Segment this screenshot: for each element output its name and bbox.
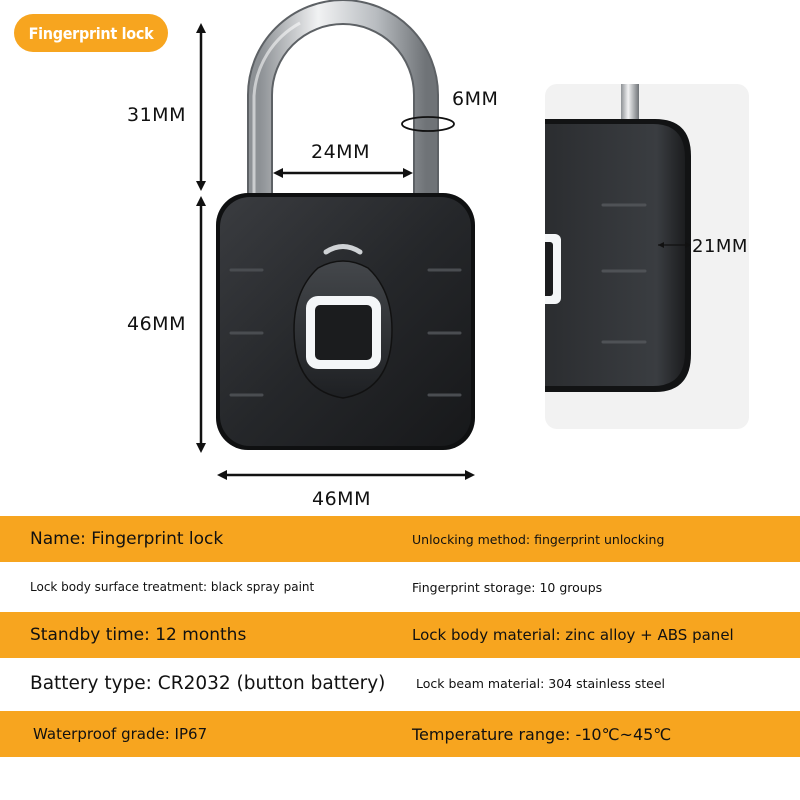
spec-row: Lock body surface treatment: black spray…	[0, 564, 800, 610]
body-depth-label: 21MM	[692, 236, 748, 257]
product-badge-label: Fingerprint lock	[28, 23, 154, 43]
dimension-arrows	[196, 23, 475, 480]
fingerprint-sensor-icon	[306, 296, 381, 369]
spec-fingerprint-storage: Fingerprint storage: 10 groups	[412, 579, 603, 595]
body-height-label: 46MM	[127, 313, 186, 335]
spec-row: Name: Fingerprint lock Unlocking method:…	[0, 516, 800, 562]
spec-name: Name: Fingerprint lock	[30, 529, 224, 549]
shackle-height-label: 31MM	[127, 104, 186, 126]
spec-waterproof-grade: Waterproof grade: IP67	[33, 725, 208, 743]
side-view-panel	[545, 84, 749, 429]
spec-standby-time: Standby time: 12 months	[30, 625, 247, 645]
indicator-light	[323, 244, 363, 255]
spec-row: Battery type: CR2032 (button battery) Lo…	[0, 660, 800, 706]
spec-unlocking-method: Unlocking method: fingerprint unlocking	[412, 531, 665, 547]
padlock-illustration	[196, 0, 475, 480]
shackle-thickness-ring	[401, 116, 455, 132]
product-badge: Fingerprint lock	[14, 14, 168, 52]
spec-row: Standby time: 12 months Lock body materi…	[0, 612, 800, 658]
shackle-width-label: 24MM	[311, 141, 370, 163]
side-view-illustration	[545, 84, 691, 392]
spec-temperature-range: Temperature range: -10℃~45℃	[412, 724, 672, 744]
shackle-thickness-label: 6MM	[452, 88, 499, 110]
spec-body-material: Lock body material: zinc alloy + ABS pan…	[412, 626, 734, 644]
spec-battery-type: Battery type: CR2032 (button battery)	[30, 672, 386, 694]
shackle	[247, 0, 439, 200]
lock-body	[216, 193, 475, 450]
spec-beam-material: Lock beam material: 304 stainless steel	[416, 675, 665, 691]
spec-row: Waterproof grade: IP67 Temperature range…	[0, 711, 800, 757]
spec-surface-treatment: Lock body surface treatment: black spray…	[30, 580, 315, 594]
body-width-label: 46MM	[312, 488, 371, 510]
